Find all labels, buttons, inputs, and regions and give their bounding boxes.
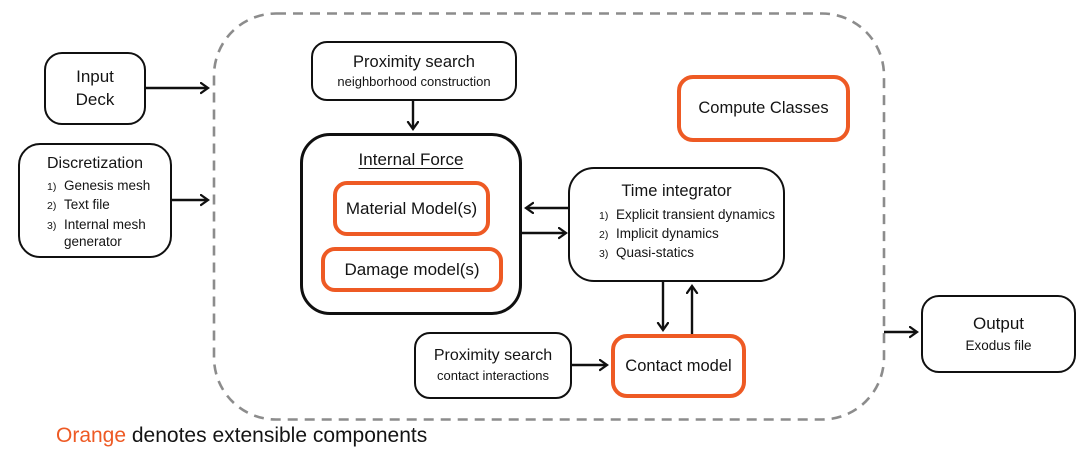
proximity-search-bottom-subtitle: contact interactions (436, 368, 549, 384)
list-item-number: 3) (599, 248, 609, 261)
time-integrator-title: Time integrator (621, 182, 732, 200)
proximity-search-bottom-title: Proximity search (433, 347, 553, 365)
list-item: 2) Text file (47, 196, 110, 213)
node-input-deck: Input Deck (44, 52, 146, 125)
proximity-search-top-title: Proximity search (353, 52, 475, 71)
node-material-model: Material Model(s) (333, 181, 490, 236)
node-proximity-search-contact: Proximity search contact interactions (414, 332, 572, 399)
list-item: 1) Explicit transient dynamics (599, 206, 775, 223)
compute-classes-label: Compute Classes (698, 99, 829, 118)
input-deck-label-line1: Input (76, 67, 114, 87)
list-item-number: 1) (599, 209, 609, 222)
list-item-text: Genesis mesh (64, 178, 151, 193)
time-integrator-list: 1) Explicit transient dynamics 2) Implic… (570, 206, 783, 264)
node-discretization: Discretization 1) Genesis mesh 2) Text f… (18, 143, 172, 258)
contact-model-label: Contact model (625, 356, 732, 375)
list-item-text: Implicit dynamics (616, 225, 719, 241)
list-item-text: Explicit transient dynamics (616, 206, 776, 222)
extensible-framework-boundary (212, 12, 886, 421)
list-item: 1) Genesis mesh (47, 177, 150, 194)
node-damage-model: Damage model(s) (321, 247, 503, 292)
list-item-number: 1) (47, 181, 57, 193)
discretization-list: 1) Genesis mesh 2) Text file 3) Internal… (20, 177, 170, 252)
node-contact-model: Contact model (611, 334, 746, 398)
input-deck-label-line2: Deck (75, 89, 115, 109)
node-proximity-search-neighborhood: Proximity search neighborhood constructi… (311, 41, 517, 101)
list-item-number: 2) (47, 200, 57, 213)
proximity-search-top-subtitle: neighborhood construction (337, 74, 491, 90)
legend-highlight-word: Orange (56, 424, 127, 447)
legend-caption: Orange denotes extensible components (56, 424, 427, 448)
output-subtitle: Exodus file (965, 338, 1032, 354)
legend-caption-text: denotes extensible components (126, 424, 428, 447)
node-internal-force: Internal Force Material Model(s) Damage … (300, 133, 522, 315)
node-time-integrator: Time integrator 1) Explicit transient dy… (568, 167, 785, 282)
list-item: 3) Quasi-statics (599, 244, 694, 261)
list-item-text: Internal mesh generator (64, 216, 146, 249)
list-item-text: Text file (64, 197, 110, 213)
list-item-text: Quasi-statics (616, 245, 695, 261)
list-item: 3) Internal mesh generator (47, 216, 168, 251)
list-item: 2) Implicit dynamics (599, 225, 719, 242)
internal-force-title: Internal Force (358, 150, 464, 169)
discretization-title: Discretization (46, 155, 144, 172)
list-item-number: 2) (599, 228, 609, 241)
list-item-number: 3) (47, 219, 57, 232)
node-compute-classes: Compute Classes (677, 75, 850, 142)
material-model-label: Material Model(s) (345, 198, 478, 218)
node-output: Output Exodus file (921, 295, 1076, 373)
output-title: Output (972, 313, 1025, 333)
damage-model-label: Damage model(s) (344, 259, 480, 279)
